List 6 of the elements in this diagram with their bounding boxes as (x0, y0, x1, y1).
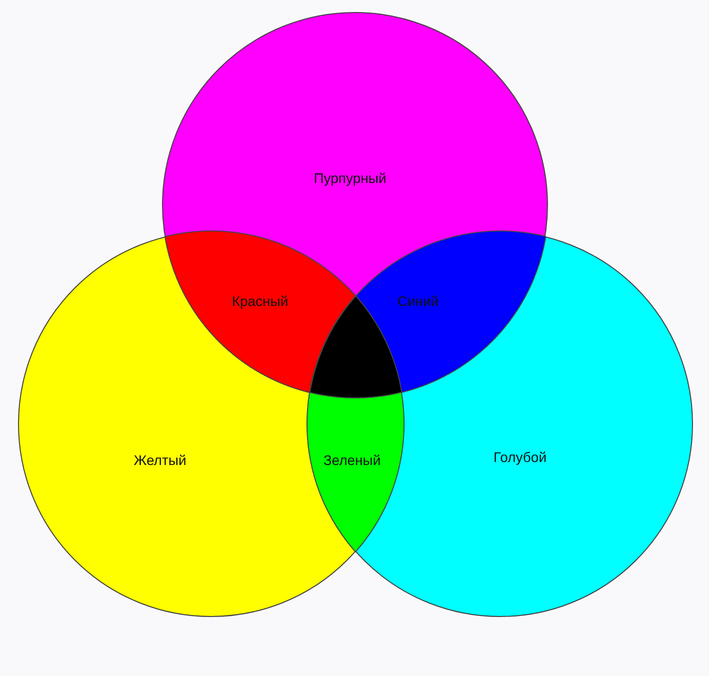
color-name-label: Синий (397, 293, 439, 309)
color-name-label: Голубой (493, 449, 547, 465)
color-name-label: Пурпурный (314, 170, 386, 186)
color-name-label: Желтый (134, 452, 186, 468)
color-name-label: Красный (232, 293, 288, 309)
color-name-label: Зеленый (323, 452, 381, 468)
